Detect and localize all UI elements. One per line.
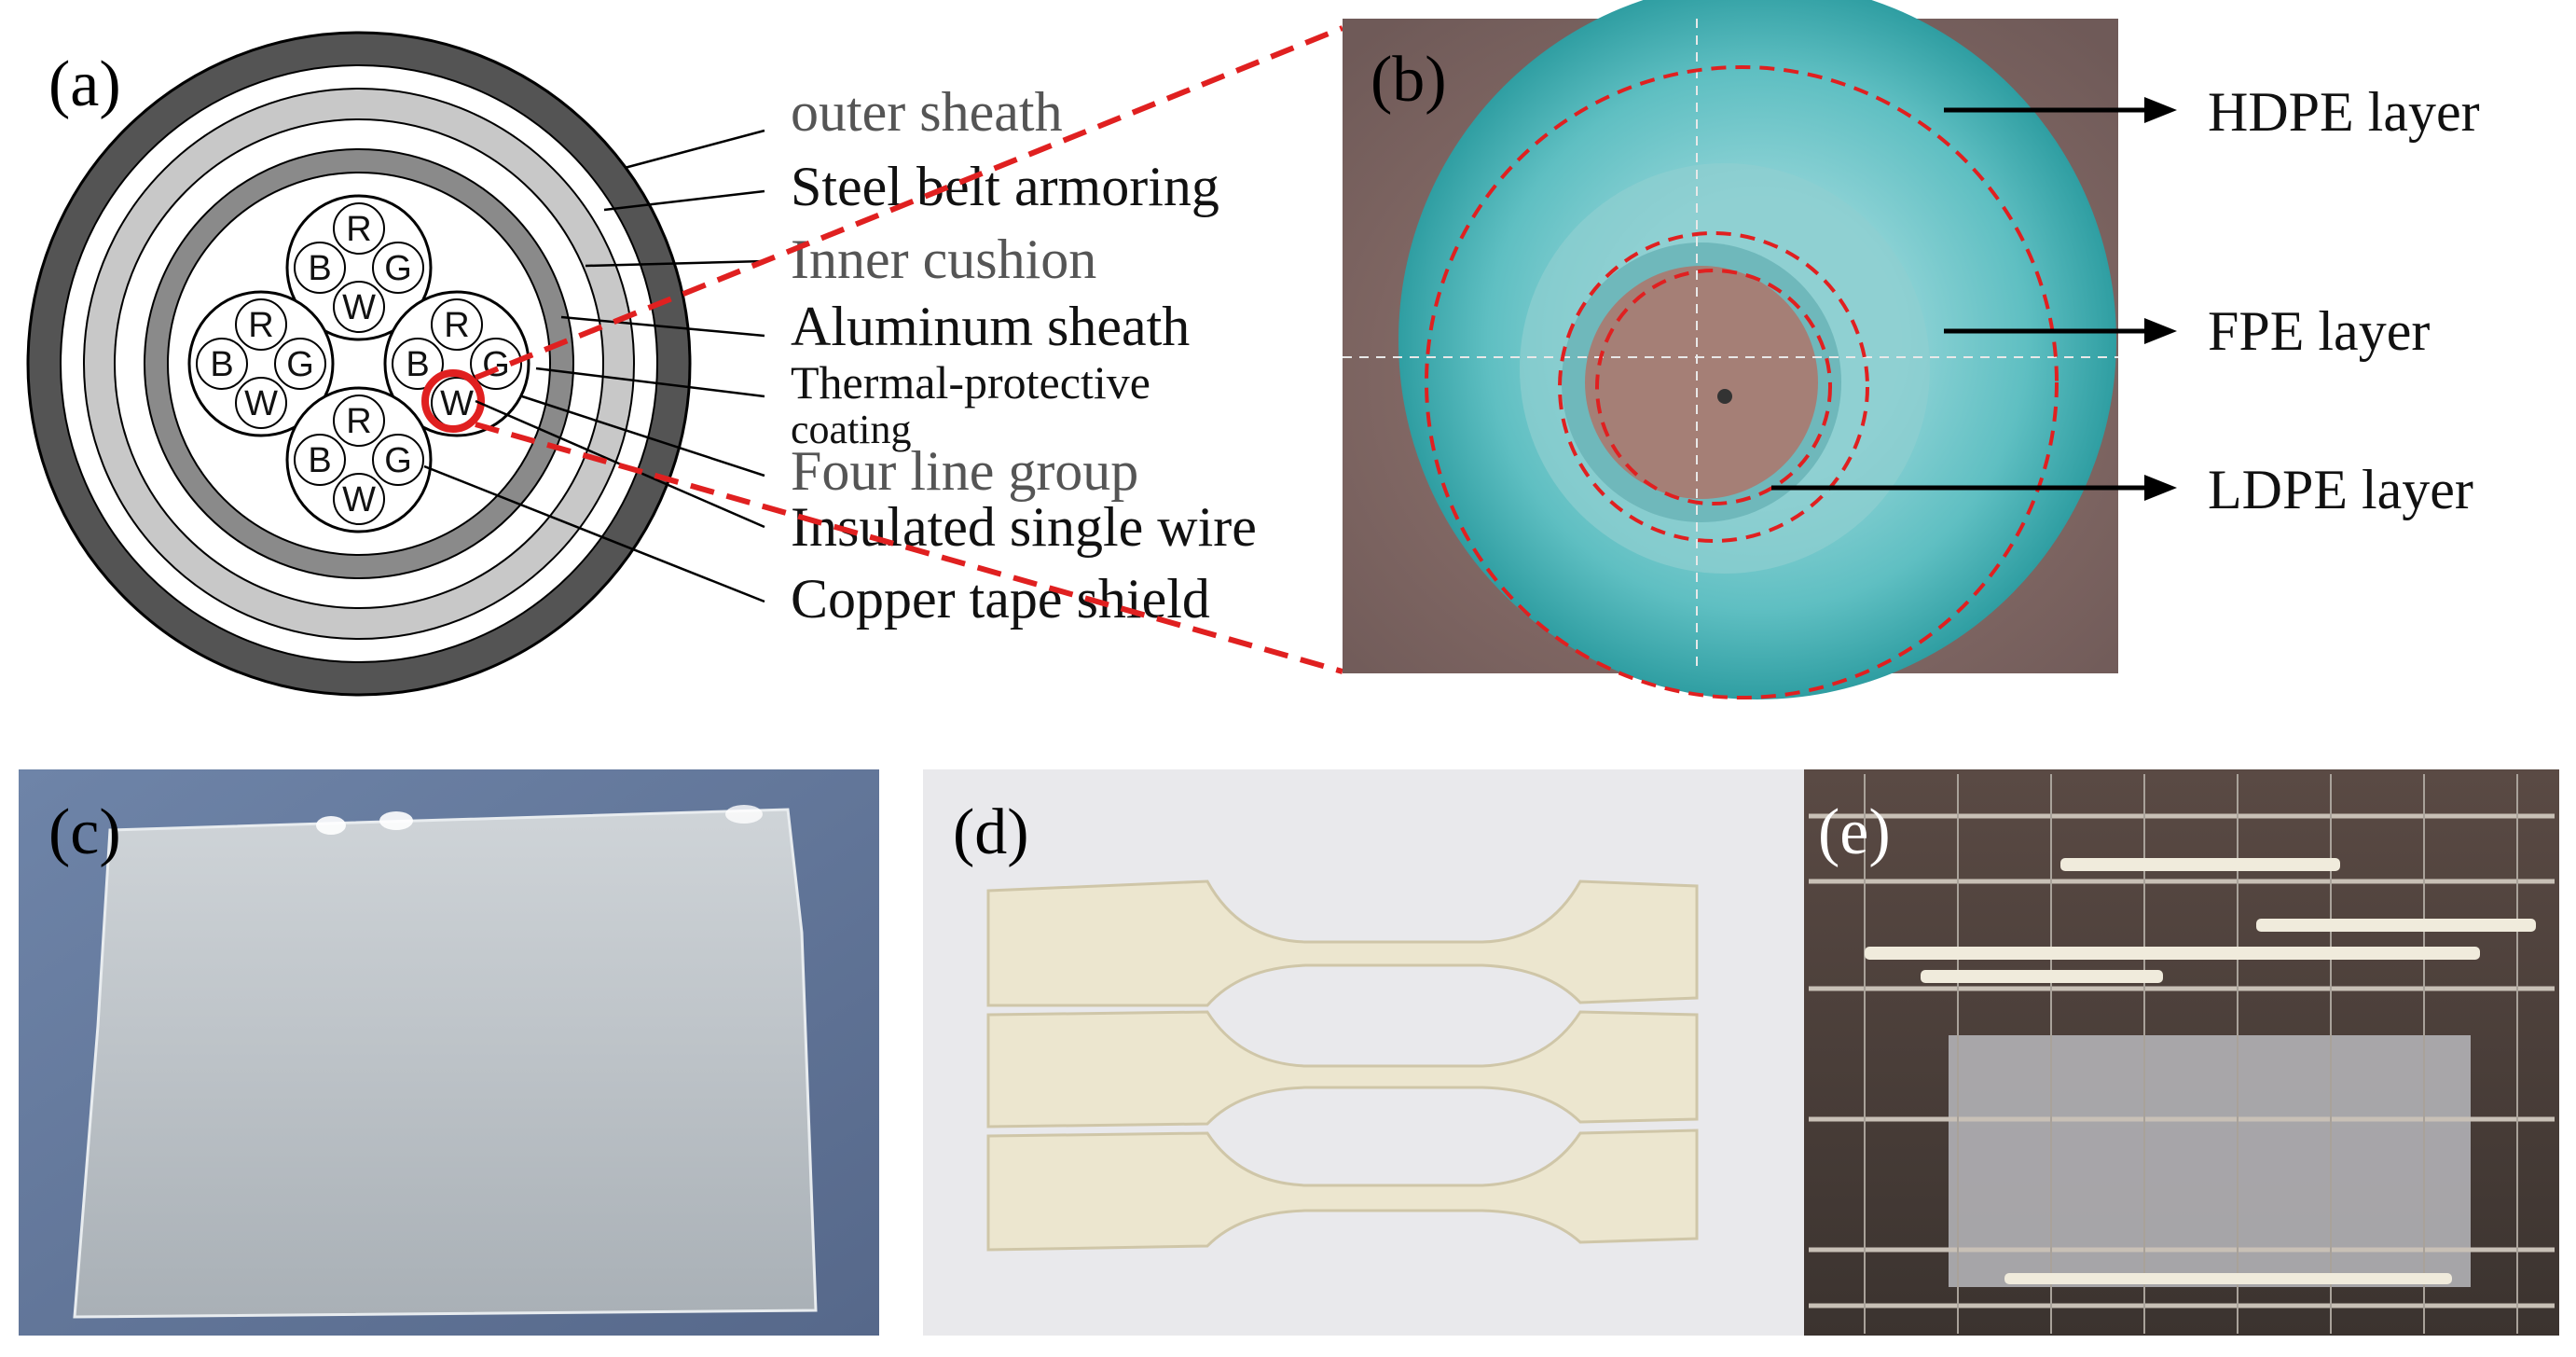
cable-cross-section: R B G W R B G W R — [26, 31, 692, 697]
glare-spot — [316, 816, 346, 835]
wire-w-label: W — [342, 480, 376, 519]
arrow-ldpe — [1771, 475, 2177, 501]
wire-b-label: B — [308, 249, 331, 288]
core-dot — [1717, 389, 1732, 404]
panel-c-label: (c) — [48, 796, 121, 868]
wire-b-label: B — [308, 441, 331, 480]
line-group-right: R B G W — [383, 290, 530, 437]
arrow-hdpe — [1944, 97, 2177, 123]
callout-thermal-line1: Thermal-protective — [791, 356, 1150, 408]
callout-fpe: FPE layer — [2208, 300, 2430, 362]
aging-samples — [1865, 858, 2536, 1284]
wire-w-label: W — [440, 384, 474, 423]
wire-r-label: R — [346, 210, 371, 249]
callout-inner-cushion: Inner cushion — [791, 228, 1096, 290]
leader-lines — [423, 129, 765, 603]
wire-r-label: R — [444, 306, 469, 345]
callout-outer-sheath: outer sheath — [791, 81, 1063, 143]
zoom-lines — [474, 25, 1344, 674]
wire-b-label: B — [406, 345, 429, 384]
micrograph-core — [1585, 266, 1818, 499]
panel-d: (d) — [923, 769, 1813, 1336]
panel-a: (a) R B G W — [26, 25, 1344, 697]
wire-w-label: W — [244, 384, 278, 423]
foil-tray — [1949, 1035, 2471, 1287]
callout-hdpe: HDPE layer — [2208, 81, 2480, 143]
panel-d-label: (d) — [953, 796, 1029, 868]
wire-g-label: G — [384, 441, 412, 480]
callout-copper-tape: Copper tape shield — [791, 568, 1210, 630]
callout-ldpe: LDPE layer — [2208, 459, 2473, 520]
specimen — [986, 1010, 1699, 1129]
line-group-left: R B G W — [187, 290, 335, 437]
panel-b-callouts: HDPE layer FPE layer LDPE layer — [1771, 81, 2480, 520]
glare-spot — [379, 811, 413, 830]
panel-b: (b) — [1343, 0, 2118, 699]
callout-thermal-line2: coating — [791, 407, 912, 452]
specimen — [986, 879, 1699, 1007]
callout-four-line-group: Four line group — [791, 440, 1138, 502]
panel-e: (e) — [1804, 769, 2559, 1336]
thermal-coating-ring — [167, 172, 551, 556]
dumbbell-specimens — [986, 879, 1699, 1252]
wire-w-label: W — [342, 288, 376, 327]
specimen — [986, 1129, 1699, 1252]
callout-aluminum-sheath: Aluminum sheath — [791, 296, 1190, 357]
wire-r-label: R — [346, 402, 371, 441]
wire-g-label: G — [384, 249, 412, 288]
layer-boundaries — [1425, 65, 2059, 699]
line-group-top: R B G W — [285, 194, 433, 341]
glare-spot — [725, 805, 763, 824]
panel-b-label: (b) — [1371, 44, 1447, 116]
arrow-fpe — [1944, 318, 2177, 344]
highlight-circle — [421, 369, 485, 433]
panel-c: (c) — [19, 769, 879, 1336]
wire-r-label: R — [248, 306, 273, 345]
wire-g-label: G — [286, 345, 314, 384]
panel-e-label: (e) — [1818, 796, 1891, 868]
wire-b-label: B — [210, 345, 233, 384]
wire-g-label: G — [482, 345, 510, 384]
callout-insulated-wire: Insulated single wire — [791, 496, 1257, 558]
oven-racks — [1809, 813, 2555, 1309]
panel-a-label: (a) — [48, 48, 121, 120]
line-group-bottom: R B G W — [285, 386, 433, 533]
polymer-film — [73, 808, 818, 1319]
